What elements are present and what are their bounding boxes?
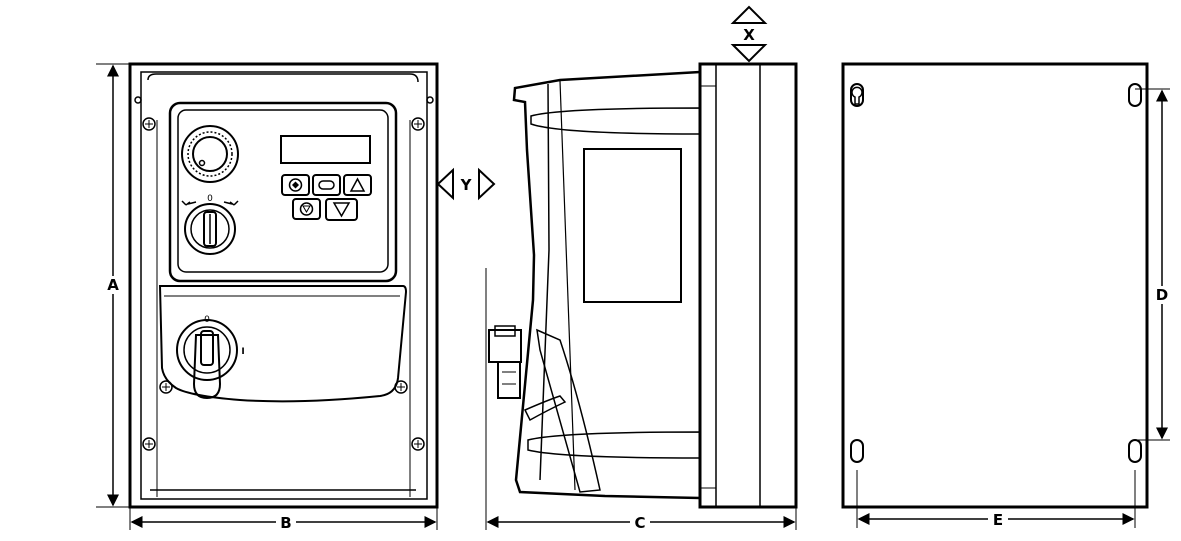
side-window (583, 148, 682, 303)
isolator-off-mark: 0 (204, 315, 210, 325)
side-body-profile (512, 70, 701, 500)
clearance-y: Y (436, 167, 496, 201)
keyhole-mount-icon (850, 439, 864, 463)
screw-icon (142, 117, 156, 131)
keyhole-mount-icon (850, 83, 864, 107)
clearance-x: X (730, 5, 768, 63)
dimension-e: E (856, 470, 1136, 529)
rear-housing-outline (841, 62, 1149, 509)
keypad-panel (168, 101, 398, 283)
side-backplate (698, 62, 798, 509)
vent-mesh (536, 328, 601, 493)
screw-icon (159, 380, 173, 394)
dimension-b-label: B (280, 514, 291, 532)
clearance-x-label: X (743, 26, 755, 44)
screw-icon (411, 437, 425, 451)
side-view (488, 62, 798, 509)
front-housing-outline (128, 62, 439, 509)
down-button[interactable] (325, 198, 358, 221)
navigate-button[interactable] (312, 174, 341, 196)
keyhole-mount-icon (1128, 83, 1142, 107)
front-view: 0 (128, 62, 439, 509)
isolator-on-mark: I (241, 347, 244, 357)
dimension-a-label: A (107, 276, 119, 294)
start-button[interactable] (281, 174, 310, 196)
dimension-b: B (129, 507, 438, 532)
dimension-c-label: C (634, 514, 645, 532)
isolator-switch-icon[interactable]: 0 I (176, 315, 245, 400)
cable-gland-icon (488, 325, 522, 399)
dimension-e-label: E (993, 511, 1003, 529)
dimension-c: C (485, 268, 797, 532)
speed-potentiometer-icon (181, 125, 239, 183)
front-housing-inner-outline (140, 71, 428, 500)
svg-text:0: 0 (207, 194, 213, 204)
up-button[interactable] (343, 174, 372, 196)
keypad-display (280, 135, 371, 164)
dimension-d: D (1135, 88, 1170, 441)
screw-icon (142, 437, 156, 451)
dimension-a: A (96, 63, 130, 508)
clearance-y-label: Y (460, 176, 473, 194)
screw-icon (411, 117, 425, 131)
selector-switch-icon: 0 (181, 194, 239, 255)
keyhole-mount-icon (1128, 439, 1142, 463)
terminal-cover (158, 285, 408, 403)
stop-button[interactable] (292, 198, 321, 220)
dimension-d-label: D (1156, 286, 1168, 304)
rear-view (841, 62, 1149, 509)
